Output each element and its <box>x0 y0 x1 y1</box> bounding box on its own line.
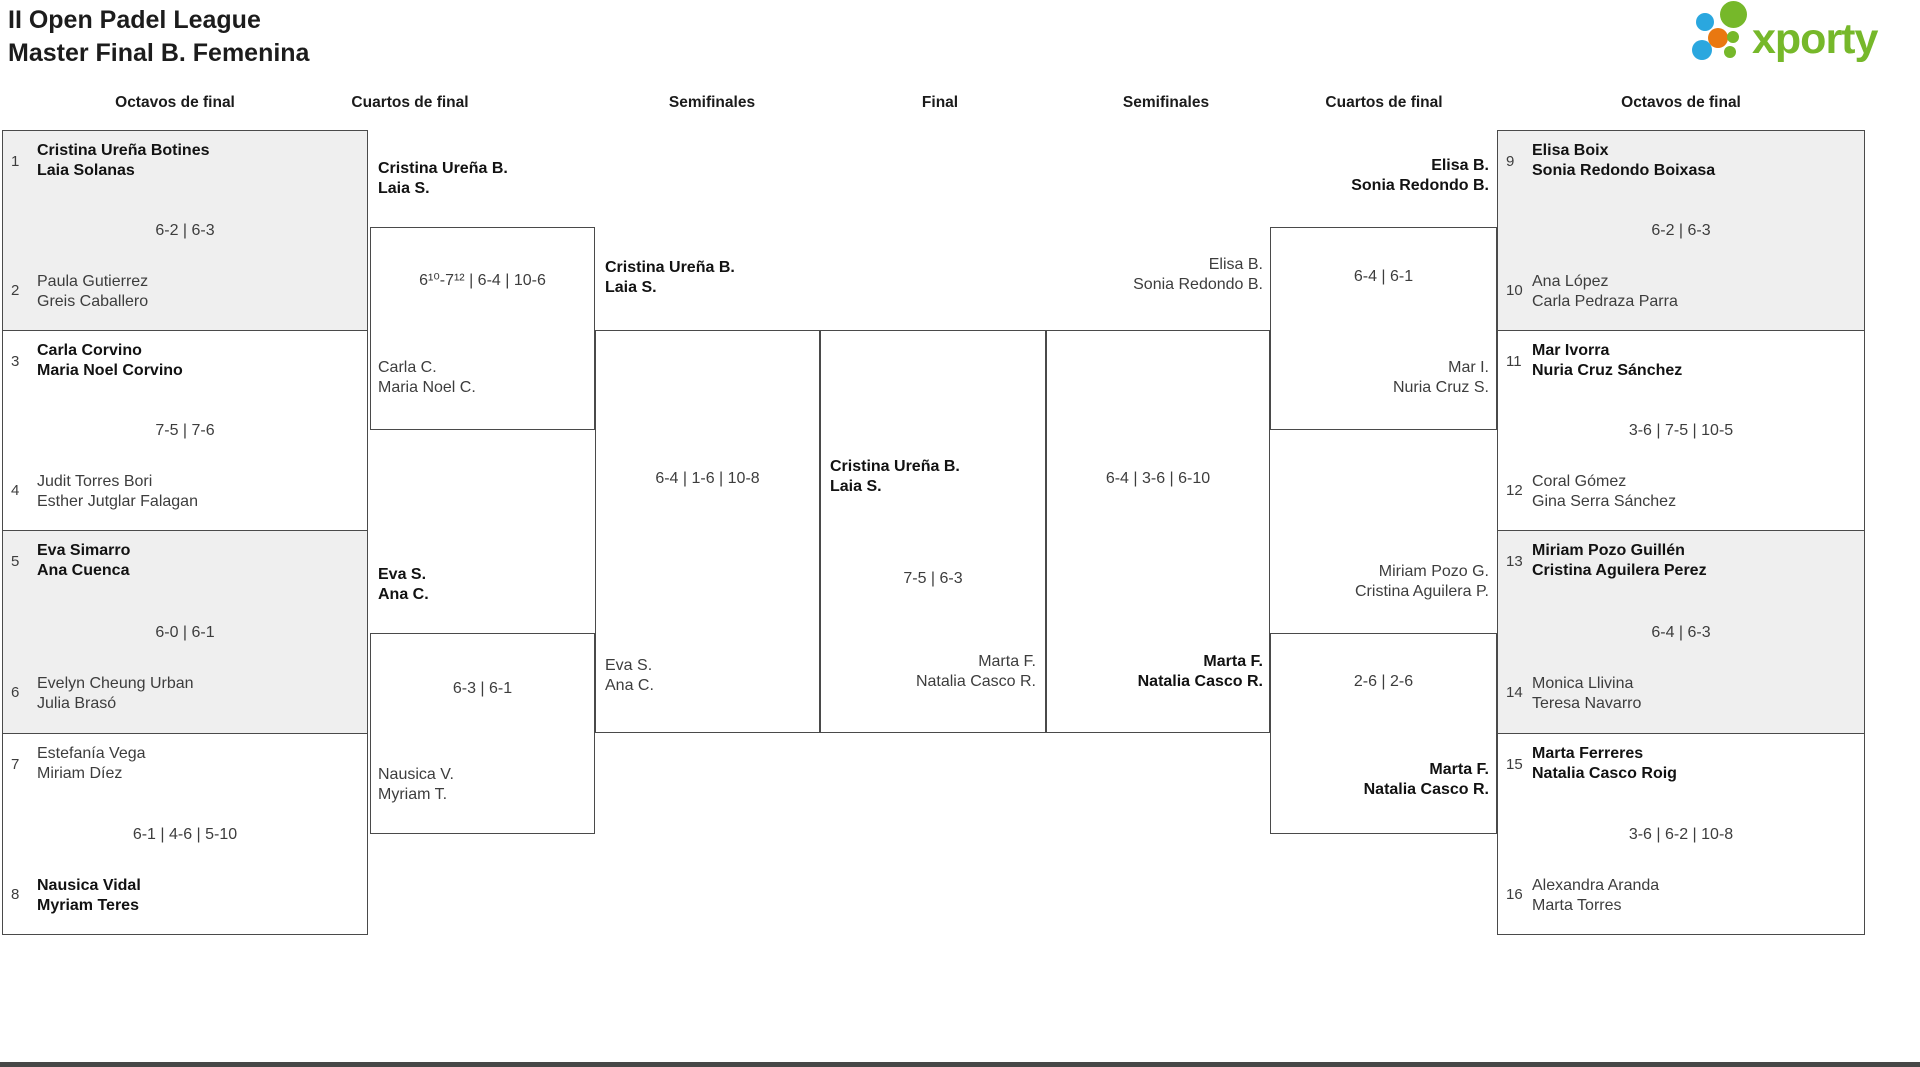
match-box-qf-l1[interactable] <box>370 227 595 430</box>
match-score: 3-6 | 6-2 | 10-8 <box>1628 826 1734 843</box>
team-name: Elisa Boix Sonia Redondo Boixasa <box>1532 142 1716 179</box>
team-name: Alexandra Aranda Marta Torres <box>1532 877 1660 914</box>
match-score: 7-5 | 6-3 <box>903 570 963 587</box>
bottom-border-bar <box>0 1062 1920 1067</box>
match-score: 6-0 | 6-1 <box>155 624 215 641</box>
seed-number: 3 <box>11 353 20 370</box>
round-header-cuartos-right: Cuartos de final <box>1325 94 1443 111</box>
team-name: Mar I. Nuria Cruz S. <box>1392 359 1489 396</box>
team-name: Estefanía Vega Miriam Díez <box>37 745 146 782</box>
match-score: 3-6 | 7-5 | 10-5 <box>1628 422 1734 439</box>
team-name: Nausica Vidal Myriam Teres <box>37 877 141 914</box>
match-box-qf-r1[interactable] <box>1270 227 1497 430</box>
match-box-r16-l2[interactable]: 3 Carla Corvino Maria Noel Corvino 7-5 |… <box>2 330 368 531</box>
seed-number: 5 <box>11 553 20 570</box>
match-box-r16-r3[interactable]: 13 Miriam Pozo Guillén Cristina Aguilera… <box>1497 530 1865 734</box>
logo-dot-orange <box>1708 28 1728 48</box>
seed-number: 14 <box>1506 684 1523 701</box>
round-header-final: Final <box>921 94 959 111</box>
logo-dot-green-small-bottom <box>1724 46 1736 58</box>
logo-dot-blue-bottom <box>1692 40 1712 60</box>
match-score: 6-2 | 6-3 <box>155 222 215 239</box>
match-box-r16-r4[interactable]: 15 Marta Ferreres Natalia Casco Roig 3-6… <box>1497 733 1865 935</box>
seed-number: 2 <box>11 282 20 299</box>
team-name: Evelyn Cheung Urban Julia Brasó <box>37 675 194 712</box>
match-box-sf-left[interactable] <box>595 330 820 733</box>
team-name: Cristina Ureña B. Laia S. <box>378 160 508 197</box>
match-box-qf-r2[interactable] <box>1270 633 1497 834</box>
team-name: Eva S. Ana C. <box>378 566 429 603</box>
seed-number: 7 <box>11 756 20 773</box>
match-score: 6-1 | 4-6 | 5-10 <box>132 826 238 843</box>
logo-wordmark: xporty <box>1752 15 1878 63</box>
team-name: Ana López Carla Pedraza Parra <box>1532 273 1678 310</box>
title-line-2: Master Final B. Femenina <box>8 39 310 67</box>
team-name: Cristina Ureña B. Laia S. <box>605 259 735 296</box>
team-name: Nausica V. Myriam T. <box>378 766 454 803</box>
match-box-sf-right[interactable] <box>1046 330 1270 733</box>
team-name: Marta Ferreres Natalia Casco Roig <box>1532 745 1677 782</box>
match-score: 6-3 | 6-1 <box>452 680 513 697</box>
team-name: Elisa B. Sonia Redondo B. <box>1133 256 1263 293</box>
team-name: Monica Llivina Teresa Navarro <box>1532 675 1642 712</box>
round-header-cuartos-left: Cuartos de final <box>351 94 469 111</box>
match-score: 6-4 | 6-1 <box>1353 268 1414 285</box>
team-name: Paula Gutierrez Greis Caballero <box>37 273 149 310</box>
match-score: 6-4 | 6-3 <box>1651 624 1711 641</box>
round-header-octavos-left: Octavos de final <box>115 94 235 111</box>
team-name: Eva S. Ana C. <box>605 657 654 694</box>
match-box-final[interactable] <box>820 330 1046 733</box>
team-name: Carla Corvino Maria Noel Corvino <box>37 342 183 379</box>
seed-number: 8 <box>11 886 20 903</box>
logo-dot-blue-top <box>1696 13 1714 31</box>
match-box-r16-l4[interactable]: 7 Estefanía Vega Miriam Díez 6-1 | 4-6 |… <box>2 733 368 935</box>
team-name: Marta F. Natalia Casco R. <box>1137 653 1263 690</box>
title-line-1: II Open Padel League <box>8 6 261 34</box>
seed-number: 1 <box>11 153 20 170</box>
seed-number: 10 <box>1506 282 1523 299</box>
page-title: II Open Padel League Master Final B. Fem… <box>8 4 309 70</box>
seed-number: 12 <box>1506 482 1523 499</box>
team-name: Coral Gómez Gina Serra Sánchez <box>1532 473 1677 510</box>
round-header-semis-right: Semifinales <box>1122 94 1210 111</box>
team-name: Marta F. Natalia Casco R. <box>915 653 1036 690</box>
team-name: Elisa B. Sonia Redondo B. <box>1351 157 1489 194</box>
match-score: 2-6 | 2-6 <box>1353 673 1414 690</box>
team-name: Miriam Pozo G. Cristina Aguilera P. <box>1355 563 1489 600</box>
match-box-qf-l2[interactable] <box>370 633 595 834</box>
match-box-r16-l1[interactable]: 1 Cristina Ureña Botines Laia Solanas 6-… <box>2 130 368 331</box>
team-name: Judit Torres Bori Esther Jutglar Falagan <box>37 473 198 510</box>
logo-dot-green-small-right <box>1727 31 1739 43</box>
round-header-octavos-right: Octavos de final <box>1621 94 1741 111</box>
seed-number: 4 <box>11 482 20 499</box>
seed-number: 6 <box>11 684 20 701</box>
team-name: Marta F. Natalia Casco R. <box>1363 761 1489 798</box>
logo-dot-green-large <box>1720 1 1747 28</box>
match-score: 6-4 | 1-6 | 10-8 <box>655 470 760 487</box>
team-name: Cristina Ureña B. Laia S. <box>830 458 960 495</box>
seed-number: 11 <box>1506 353 1522 370</box>
round-header-semis-left: Semifinales <box>668 94 756 111</box>
seed-number: 9 <box>1506 153 1515 170</box>
team-name: Eva Simarro Ana Cuenca <box>37 542 131 579</box>
match-box-r16-r1[interactable]: 9 Elisa Boix Sonia Redondo Boixasa 6-2 |… <box>1497 130 1865 331</box>
match-score: 6¹⁰-7¹² | 6-4 | 10-6 <box>419 272 546 289</box>
team-name: Miriam Pozo Guillén Cristina Aguilera Pe… <box>1532 542 1707 579</box>
seed-number: 15 <box>1506 756 1523 773</box>
match-score: 6-4 | 3-6 | 6-10 <box>1105 470 1211 487</box>
match-score: 6-2 | 6-3 <box>1651 222 1711 239</box>
match-box-r16-r2[interactable]: 11 Mar Ivorra Nuria Cruz Sánchez 3-6 | 7… <box>1497 330 1865 531</box>
match-score: 7-5 | 7-6 <box>155 422 215 439</box>
team-name: Mar Ivorra Nuria Cruz Sánchez <box>1532 342 1683 379</box>
team-name: Carla C. Maria Noel C. <box>378 359 476 396</box>
team-name: Cristina Ureña Botines Laia Solanas <box>37 142 210 179</box>
seed-number: 16 <box>1506 886 1523 903</box>
seed-number: 13 <box>1506 553 1523 570</box>
match-box-r16-l3[interactable]: 5 Eva Simarro Ana Cuenca 6-0 | 6-1 6 Eve… <box>2 530 368 734</box>
